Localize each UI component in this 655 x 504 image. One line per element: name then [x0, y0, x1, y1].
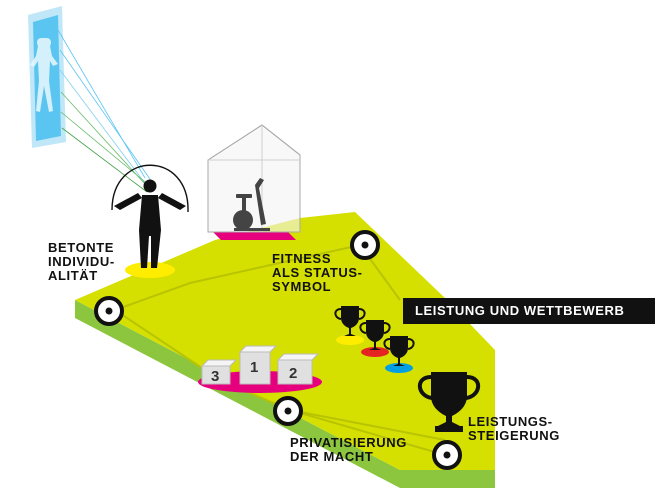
- rope-skipper-icon: [111, 164, 189, 278]
- label-fitness-status: FITNESS ALS STATUS- SYMBOL: [272, 251, 363, 294]
- mirror-screen-icon: [28, 6, 66, 148]
- target-marker-icon: [432, 440, 462, 470]
- target-marker-icon: [94, 296, 124, 326]
- podium-second: 2: [289, 365, 297, 382]
- trophy-icon: [383, 336, 415, 373]
- target-marker-icon: [273, 396, 303, 426]
- sight-lines: [57, 29, 153, 193]
- banner-leistung-wettbewerb: LEISTUNG UND WETTBEWERB: [403, 298, 655, 324]
- podium-icon: 3 1 2: [198, 345, 322, 393]
- podium-first: 1: [250, 359, 258, 376]
- target-marker-icon: [350, 230, 380, 260]
- podium-third: 3: [211, 368, 219, 385]
- glass-house: [207, 124, 301, 240]
- exercise-bike-icon: [233, 178, 270, 231]
- label-leistungssteigerung: LEISTUNGS- STEIGERUNG: [468, 414, 560, 443]
- label-betonte-individualitaet: BETONTE INDIVIDU- ALITÄT: [48, 240, 115, 283]
- platform-top: [75, 212, 495, 470]
- trophy-icon: [417, 372, 481, 432]
- trophy-icon: [334, 306, 366, 345]
- label-privatisierung: PRIVATISIERUNG DER MACHT: [290, 435, 407, 464]
- trophy-icon: [359, 320, 391, 357]
